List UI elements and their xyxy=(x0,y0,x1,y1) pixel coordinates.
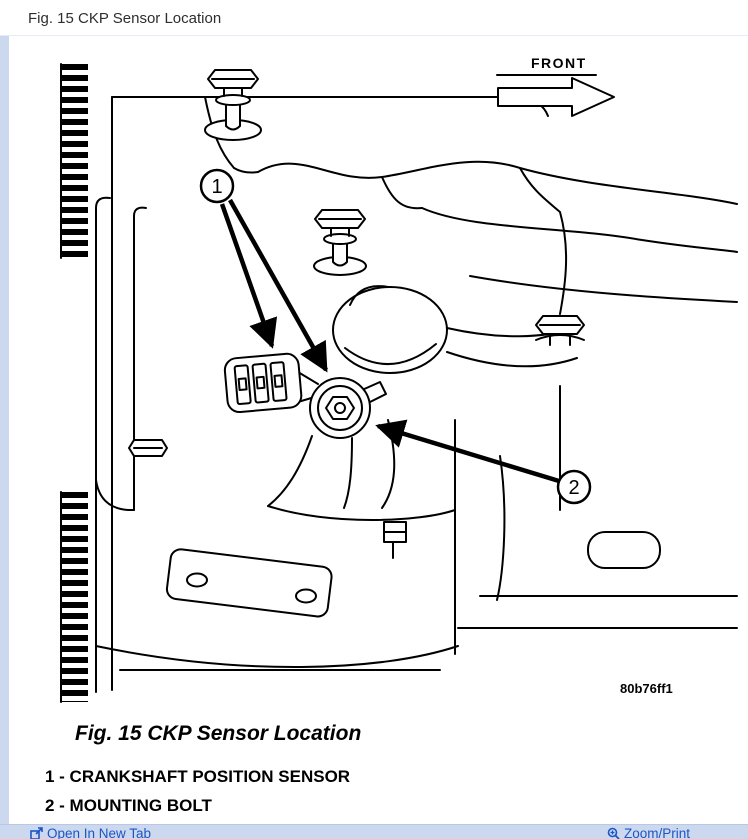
figure-legend: 1 - CRANKSHAFT POSITION SENSOR 2 - MOUNT… xyxy=(45,762,350,820)
callout-1: 1 xyxy=(199,168,328,373)
front-label: FRONT xyxy=(531,55,587,71)
bolt-top-left xyxy=(204,69,262,141)
header: Fig. 15 CKP Sensor Location xyxy=(0,0,748,36)
callout-2-number: 2 xyxy=(568,477,579,499)
mounting-bracket xyxy=(165,548,333,618)
diagram-area: 1 2 FRONT 80b76ff1 xyxy=(0,40,748,710)
bolt-top-middle xyxy=(313,209,367,276)
ckp-sensor-assembly xyxy=(223,352,387,439)
engine-diagram: 1 2 FRONT 80b76ff1 xyxy=(60,55,738,703)
sensor-connector xyxy=(223,352,303,414)
legend-item-1: 1 - CRANKSHAFT POSITION SENSOR xyxy=(45,767,351,786)
front-direction-arrow: FRONT xyxy=(496,55,615,117)
left-panel-edge xyxy=(0,36,9,839)
engine-block-outline xyxy=(95,96,738,693)
port-opening xyxy=(332,285,448,374)
bolt-right xyxy=(535,315,585,346)
timing-teeth-lower xyxy=(60,491,88,703)
timing-teeth-upper xyxy=(60,63,88,259)
zoom-icon xyxy=(607,827,620,839)
page-title: Fig. 15 CKP Sensor Location xyxy=(28,10,222,27)
open-in-new-tab-link[interactable]: Open In New Tab xyxy=(30,826,151,839)
footer-bar: Open In New Tab Zoom/Print xyxy=(0,824,748,839)
callout-2: 2 xyxy=(375,419,592,505)
legend-item-2: 2 - MOUNTING BOLT xyxy=(45,796,212,815)
zoom-print-label: Zoom/Print xyxy=(623,825,690,839)
open-in-new-tab-label: Open In New Tab xyxy=(47,825,152,839)
figure-code: 80b76ff1 xyxy=(620,681,673,696)
figure-caption: Fig. 15 CKP Sensor Location xyxy=(75,722,362,745)
mounting-bolt xyxy=(325,396,355,420)
new-tab-icon xyxy=(30,826,43,839)
callout-1-number: 1 xyxy=(211,176,222,198)
zoom-print-link[interactable]: Zoom/Print xyxy=(607,826,690,839)
